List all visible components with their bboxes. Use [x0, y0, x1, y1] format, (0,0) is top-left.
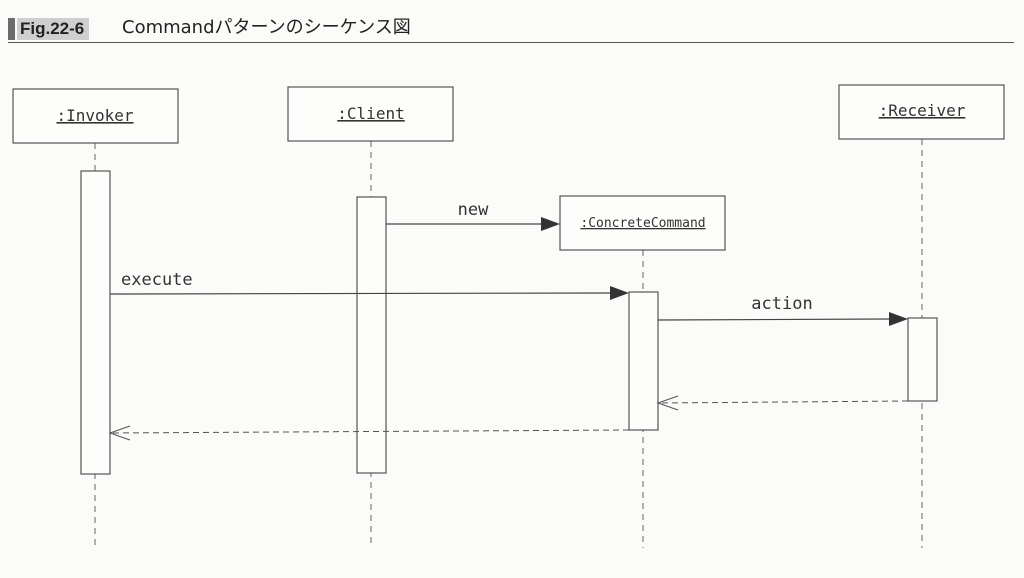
message-execute-arrowhead — [610, 286, 629, 300]
activation-concrete-command — [628, 291, 659, 431]
object-concrete-command-box — [559, 195, 726, 251]
object-receiver-label: :Receiver — [879, 101, 966, 120]
message-execute-return-line — [109, 429, 630, 434]
object-client: :Client — [287, 86, 454, 142]
message-action-label: action — [751, 294, 812, 314]
message-action-line — [657, 318, 890, 321]
message-execute-line — [109, 292, 611, 295]
object-invoker-label: :Invoker — [56, 106, 133, 125]
message-new: new — [386, 200, 560, 231]
object-receiver-box — [838, 84, 1005, 140]
message-execute-return-arrowhead — [108, 425, 131, 441]
activation-client — [356, 196, 387, 474]
object-concrete-command: :ConcreteCommand — [559, 195, 726, 251]
figure-number: Fig.22-6 — [17, 18, 90, 40]
object-concrete-command-label: :ConcreteCommand — [580, 216, 705, 231]
message-action-return-arrowhead — [656, 395, 679, 411]
message-new-arrowhead — [541, 217, 560, 231]
message-execute-return — [108, 425, 630, 441]
activation-invoker — [80, 170, 111, 475]
message-action-arrowhead — [889, 312, 908, 326]
object-receiver: :Receiver — [838, 84, 1005, 140]
figure-title: Commandパターンのシーケンス図 — [122, 17, 411, 38]
message-action-return — [656, 395, 909, 411]
message-execute-label: execute — [121, 270, 193, 290]
message-execute: execute — [109, 270, 629, 300]
object-invoker: :Invoker — [12, 88, 179, 144]
message-action: action — [657, 294, 908, 326]
message-new-label: new — [458, 200, 489, 220]
message-action-return-line — [657, 400, 909, 404]
object-client-label: :Client — [337, 104, 404, 123]
activation-receiver — [907, 317, 938, 402]
object-invoker-box — [12, 88, 179, 144]
title-accent-bar — [8, 18, 15, 40]
object-client-box — [287, 86, 454, 142]
figure-title-bar: Fig.22-6 Commandパターンのシーケンス図 — [8, 14, 1014, 43]
